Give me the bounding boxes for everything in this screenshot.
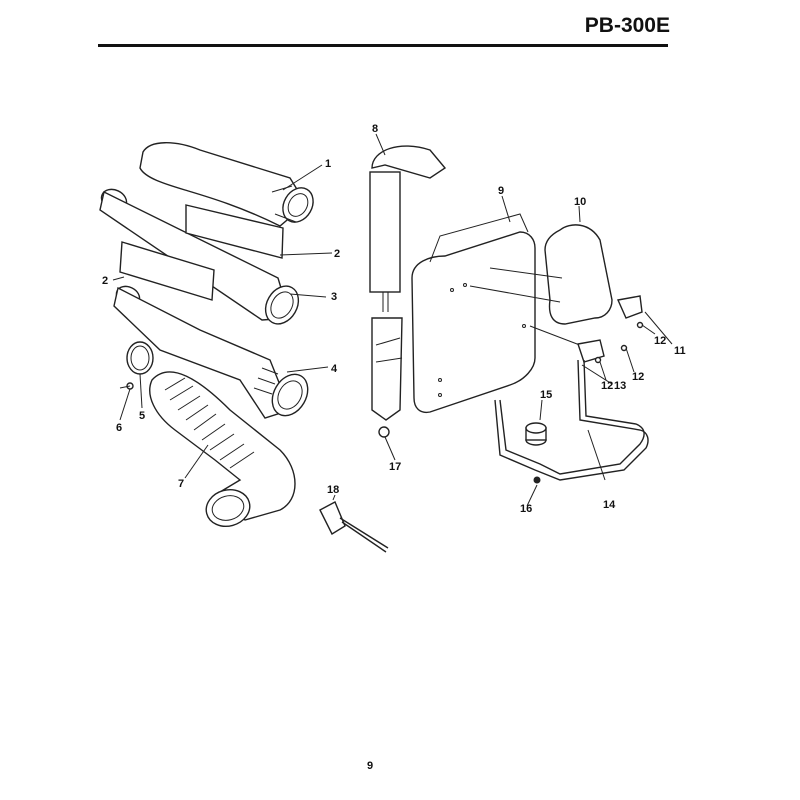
hose-clamp xyxy=(119,341,154,390)
callout-4: 4 xyxy=(331,363,338,375)
callout-18: 18 xyxy=(327,484,339,496)
callout-2-upper: 2 xyxy=(334,248,340,260)
lower-frame xyxy=(494,359,649,484)
callout-12-left: 12 xyxy=(601,380,613,392)
tool-wrench xyxy=(319,501,389,553)
straight-pipe xyxy=(99,188,300,325)
sticker-labels xyxy=(119,204,284,301)
back-frame xyxy=(469,224,644,364)
shoulder-strap xyxy=(369,145,447,438)
callout-numbers: 1 2 2 3 4 5 6 7 8 9 10 11 12 12 12 13 14… xyxy=(102,123,686,515)
back-pad xyxy=(411,213,536,414)
callout-13: 13 xyxy=(614,380,626,392)
header-rule xyxy=(98,44,668,47)
callout-14: 14 xyxy=(603,499,616,511)
callout-11: 11 xyxy=(674,345,686,357)
callout-7: 7 xyxy=(178,478,184,490)
callout-9: 9 xyxy=(498,185,504,197)
leader-lines xyxy=(112,133,673,507)
callout-5: 5 xyxy=(139,410,145,422)
callout-12-right: 12 xyxy=(654,335,666,347)
callout-3: 3 xyxy=(331,291,337,303)
callout-15: 15 xyxy=(540,389,552,401)
callout-12-middle: 12 xyxy=(632,371,644,383)
flexible-hose xyxy=(149,371,296,527)
model-title: PB-300E xyxy=(584,14,670,37)
callout-16: 16 xyxy=(520,503,532,515)
callout-6: 6 xyxy=(116,422,122,434)
upper-elbow-tube xyxy=(139,142,314,227)
lower-tube xyxy=(113,285,309,419)
callout-2-lower: 2 xyxy=(102,275,108,287)
callout-8: 8 xyxy=(372,123,378,135)
callout-10: 10 xyxy=(574,196,586,208)
callout-17: 17 xyxy=(389,461,401,473)
page-number: 9 xyxy=(366,760,374,772)
callout-1: 1 xyxy=(325,158,331,170)
